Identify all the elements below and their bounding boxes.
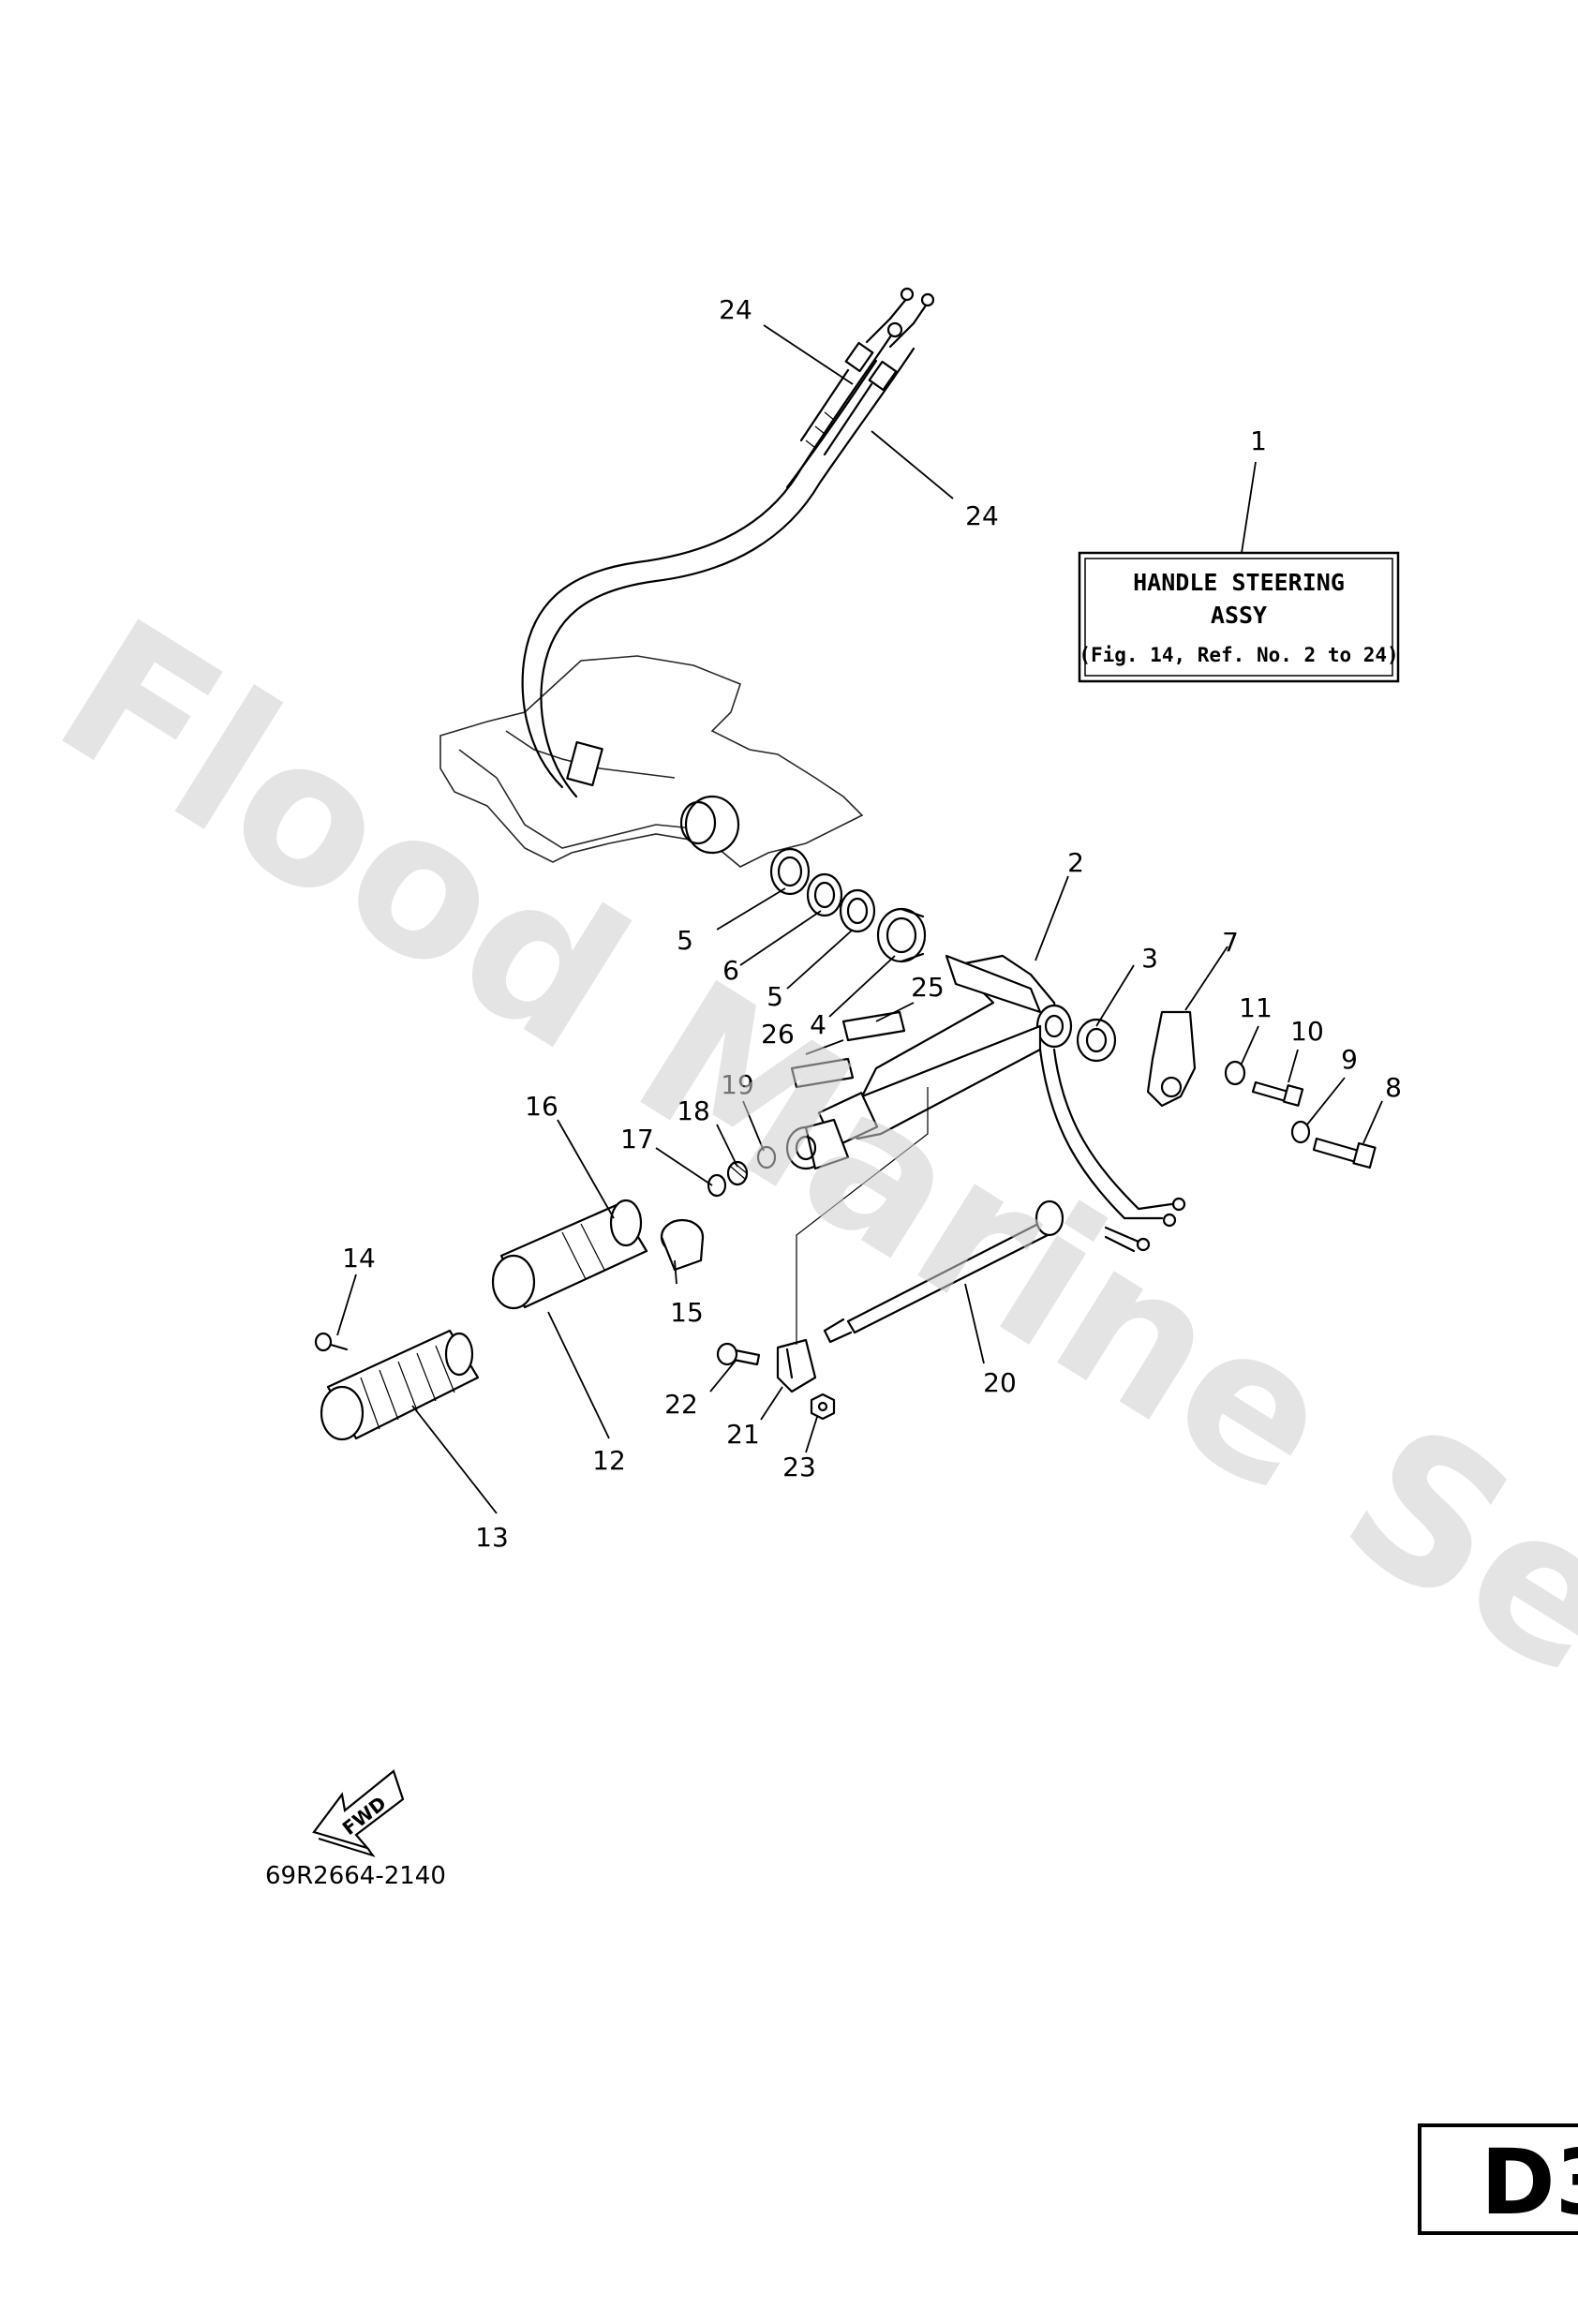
bolt-part-10 bbox=[1251, 1080, 1304, 1107]
callout-1: 1 bbox=[1250, 425, 1267, 456]
assy-box-line1: HANDLE STEERING bbox=[1133, 569, 1345, 596]
callout-19: 19 bbox=[721, 1069, 754, 1100]
grip-part-13 bbox=[320, 1329, 480, 1441]
callout-labels: 1 2 3 4 5 5 6 7 8 9 10 11 12 13 14 15 16… bbox=[342, 294, 1402, 1553]
bushing-part-4 bbox=[876, 907, 927, 963]
assy-box-line2: ASSY bbox=[1211, 602, 1267, 629]
leader-lines bbox=[336, 324, 1383, 1514]
throttle-shaft-part-20 bbox=[823, 1199, 1064, 1344]
callout-7: 7 bbox=[1222, 927, 1239, 958]
assembly-info-box: HANDLE STEERING ASSY (Fig. 14, Ref. No. … bbox=[1078, 551, 1400, 683]
callout-21: 21 bbox=[726, 1419, 760, 1450]
callout-9: 9 bbox=[1341, 1044, 1358, 1075]
bushing-part-5a bbox=[769, 847, 811, 896]
collar-part-3 bbox=[1076, 1018, 1117, 1063]
screw-part-14 bbox=[314, 1332, 349, 1352]
plate-part-19 bbox=[756, 1145, 777, 1169]
spring-part-18 bbox=[726, 1160, 749, 1186]
assy-box-line3: (Fig. 14, Ref. No. 2 to 24) bbox=[1079, 644, 1398, 666]
friction-piece-part-15 bbox=[660, 1218, 705, 1272]
watermark-text: Flood Marine Services bbox=[22, 576, 1578, 2070]
callout-2: 2 bbox=[1067, 847, 1084, 878]
callout-17: 17 bbox=[620, 1124, 654, 1155]
callout-25: 25 bbox=[911, 972, 945, 1003]
label-part-25 bbox=[841, 1010, 906, 1042]
callout-15: 15 bbox=[670, 1297, 704, 1328]
callout-14: 14 bbox=[342, 1243, 376, 1274]
callout-24a: 24 bbox=[719, 294, 752, 325]
assembly-guide-line bbox=[796, 1087, 929, 1345]
callout-3: 3 bbox=[1141, 943, 1158, 974]
callout-23: 23 bbox=[782, 1452, 816, 1482]
callout-8: 8 bbox=[1385, 1072, 1402, 1103]
fwd-arrow-icon: FWD bbox=[312, 1769, 405, 1857]
washer-part-17 bbox=[707, 1173, 727, 1198]
label-part-26 bbox=[790, 1057, 855, 1089]
callout-12: 12 bbox=[592, 1445, 626, 1476]
callout-16: 16 bbox=[525, 1091, 558, 1122]
washer-part-9 bbox=[1290, 1120, 1311, 1144]
bracket-part-7 bbox=[1146, 1010, 1197, 1108]
throttle-tube-part-12 bbox=[491, 1199, 648, 1310]
callout-24b: 24 bbox=[965, 500, 999, 531]
nut-part-23 bbox=[810, 1393, 836, 1421]
callout-5a: 5 bbox=[677, 925, 693, 956]
control-cables-lower bbox=[1104, 1197, 1186, 1253]
callout-4: 4 bbox=[810, 1009, 826, 1040]
washer-part-11 bbox=[1224, 1060, 1246, 1086]
callout-10: 10 bbox=[1290, 1016, 1324, 1047]
bushing-part-6 bbox=[806, 872, 843, 917]
callout-22: 22 bbox=[664, 1389, 698, 1420]
callout-18: 18 bbox=[677, 1095, 710, 1126]
callout-20: 20 bbox=[983, 1367, 1017, 1398]
callout-26: 26 bbox=[761, 1019, 795, 1050]
bolt-part-22 bbox=[716, 1342, 761, 1366]
catalog-number: 69R2664-2140 bbox=[265, 1862, 446, 1890]
page-code-box: D3 bbox=[1418, 2123, 1578, 2235]
steering-handle-bracket bbox=[785, 954, 1140, 1220]
link-part-21 bbox=[776, 1338, 817, 1393]
control-cables-upper bbox=[521, 287, 935, 798]
page-code: D3 bbox=[1481, 2130, 1578, 2235]
callout-13: 13 bbox=[475, 1522, 509, 1553]
bolt-part-8 bbox=[1312, 1137, 1377, 1169]
bushing-part-5b bbox=[839, 888, 876, 933]
callout-11: 11 bbox=[1239, 992, 1273, 1023]
callout-6: 6 bbox=[722, 955, 739, 986]
callout-5b: 5 bbox=[767, 981, 783, 1012]
cowling-outline bbox=[439, 655, 864, 868]
